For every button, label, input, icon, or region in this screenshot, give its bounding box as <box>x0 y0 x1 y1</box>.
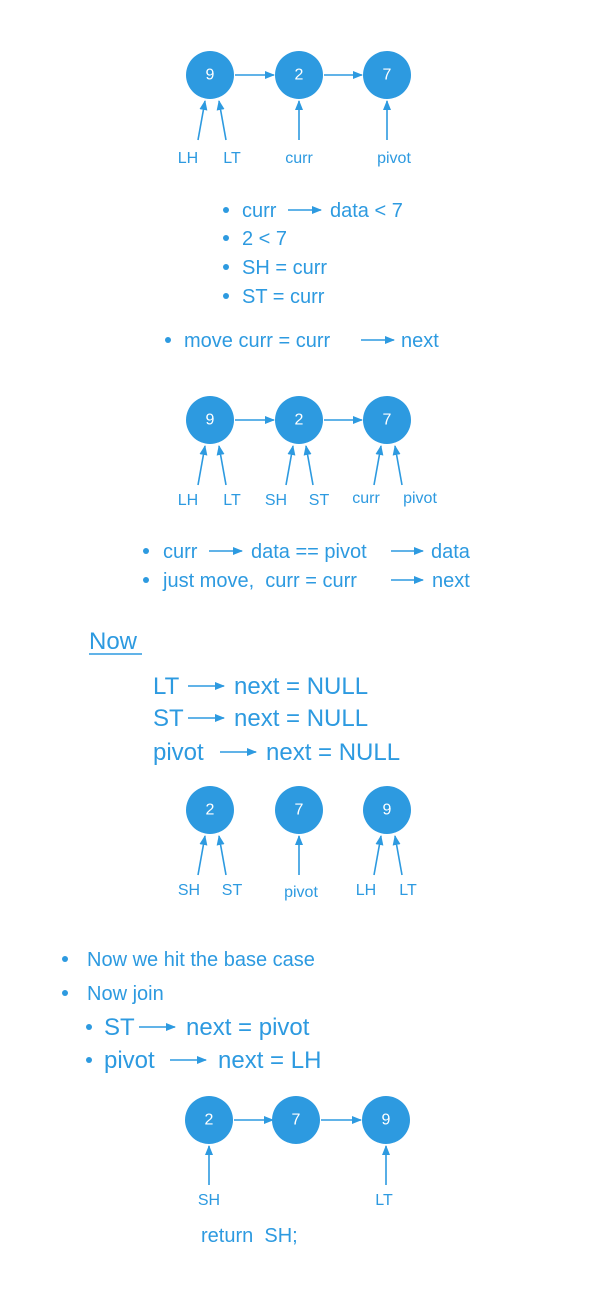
list-node <box>275 396 323 444</box>
pointer-label: LT <box>223 150 241 167</box>
pointer-label: LH <box>356 882 376 899</box>
node-value: 7 <box>292 1112 301 1129</box>
now-section: Now LT next = NULL ST next = NULL pivot … <box>89 628 400 766</box>
bullet-text: ST = curr <box>242 286 325 308</box>
pointer-arrow <box>303 445 314 486</box>
node-value: 7 <box>383 67 392 84</box>
pointer-arrow <box>373 445 384 486</box>
list-node <box>186 51 234 99</box>
list-node <box>186 396 234 444</box>
node-value: 2 <box>206 802 215 819</box>
bullet-text: SH = curr <box>242 257 327 279</box>
bullet-text: data == pivot <box>251 541 367 563</box>
bullet-text: ST <box>104 1014 135 1041</box>
bullet <box>62 990 68 996</box>
now-line-left: pivot <box>153 739 204 766</box>
bullet-text: curr <box>163 541 198 563</box>
bullet-text: curr <box>242 200 277 222</box>
bullet-text: move curr = curr <box>184 330 330 352</box>
bullet <box>86 1024 92 1030</box>
bullet-text: data <box>431 541 471 563</box>
node-value: 9 <box>382 1112 391 1129</box>
list-node <box>362 1096 410 1144</box>
bullet-text: next <box>401 330 439 352</box>
now-line-right: next = NULL <box>234 673 368 700</box>
node-value: 9 <box>206 67 215 84</box>
bullet-text: data < 7 <box>330 200 403 222</box>
bullet <box>223 235 229 241</box>
now-line-left: ST <box>153 705 184 732</box>
now-line-left: LT <box>153 673 180 700</box>
pointer-arrow <box>392 835 403 876</box>
bullet-text: just move, curr = curr <box>162 570 357 592</box>
now-line-right: next = NULL <box>266 739 400 766</box>
bullet <box>223 207 229 213</box>
bullet <box>143 548 149 554</box>
pointer-label: pivot <box>377 150 411 167</box>
pointer-arrow <box>197 100 208 141</box>
pointer-label: SH <box>265 492 287 509</box>
bullet <box>143 577 149 583</box>
pointer-label: curr <box>285 150 313 167</box>
list-node <box>185 1096 233 1144</box>
node-value: 7 <box>295 802 304 819</box>
pointer-label: pivot <box>403 490 437 507</box>
pointer-label: LH <box>178 492 198 509</box>
pointer-label: curr <box>352 490 380 507</box>
join-section: Now we hit the base case Now join ST nex… <box>62 949 321 1074</box>
pointer-arrow <box>197 445 208 486</box>
bullet-text: next <box>432 570 470 592</box>
list-node <box>275 786 323 834</box>
step1-bullets: curr data < 7 2 < 7 SH = curr ST = curr … <box>165 200 439 352</box>
pointer-label: SH <box>178 882 200 899</box>
pointer-label: ST <box>309 492 330 509</box>
bullet <box>62 956 68 962</box>
pointer-label: SH <box>198 1192 220 1209</box>
pointer-arrow <box>285 445 296 486</box>
bullet-text: pivot <box>104 1047 155 1074</box>
bullet-text: next = LH <box>218 1047 321 1074</box>
pointer-label: LH <box>178 150 198 167</box>
bullet <box>223 264 229 270</box>
step2-bullets: curr data == pivot data just move, curr … <box>143 541 471 592</box>
return-statement: return SH; <box>201 1225 298 1247</box>
list-node <box>363 396 411 444</box>
bullet-text: Now we hit the base case <box>87 949 315 971</box>
bullet-text: 2 < 7 <box>242 228 287 250</box>
pointer-arrow <box>392 445 403 486</box>
pointer-arrow <box>216 445 227 486</box>
step3-diagram: 2 7 9 SH ST pivot LH LT <box>178 786 417 901</box>
pointer-arrow <box>216 100 227 141</box>
node-value: 9 <box>206 412 215 429</box>
list-node <box>186 786 234 834</box>
pointer-arrow <box>197 835 208 876</box>
now-line-right: next = NULL <box>234 705 368 732</box>
bullet <box>165 337 171 343</box>
node-value: 9 <box>383 802 392 819</box>
bullet-text: Now join <box>87 983 164 1005</box>
step1-diagram: 9 2 7 LH LT curr pivot <box>178 51 411 167</box>
now-heading: Now <box>89 628 138 655</box>
bullet <box>86 1057 92 1063</box>
pointer-label: LT <box>223 492 241 509</box>
bullet-text: next = pivot <box>186 1014 310 1041</box>
pointer-label: pivot <box>284 884 318 901</box>
list-node <box>275 51 323 99</box>
pointer-arrow <box>373 835 384 876</box>
node-value: 7 <box>383 412 392 429</box>
step4-diagram: 2 7 9 SH LT return SH; <box>185 1096 410 1247</box>
list-node <box>363 51 411 99</box>
list-node <box>363 786 411 834</box>
pointer-arrow <box>216 835 227 876</box>
pointer-label: LT <box>399 882 417 899</box>
node-value: 2 <box>295 412 304 429</box>
node-value: 2 <box>205 1112 214 1129</box>
list-node <box>272 1096 320 1144</box>
node-value: 2 <box>295 67 304 84</box>
pointer-label: LT <box>375 1192 393 1209</box>
step2-diagram: 9 2 7 LH LT SH ST curr pivot <box>178 396 437 509</box>
bullet <box>223 293 229 299</box>
pointer-label: ST <box>222 882 243 899</box>
